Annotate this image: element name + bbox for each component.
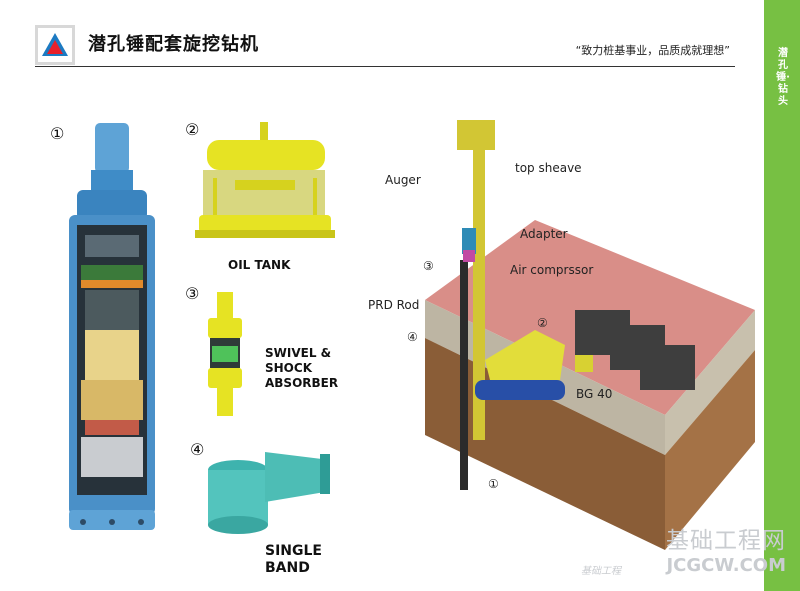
rig-label-n4: ④: [407, 330, 418, 344]
page-title: 潜孔锤配套旋挖钻机: [88, 34, 259, 55]
rig-label-top-sheave: top sheave: [515, 161, 582, 175]
header-divider: [35, 66, 735, 67]
swivel-caption: SWIVEL & SHOCK ABSORBER: [265, 346, 339, 390]
oil-tank-illustration: [195, 122, 335, 238]
component-number-2: ②: [185, 120, 200, 139]
sidebar-label: 潜孔锤·钻头: [776, 48, 790, 107]
rig-label-prd-rod: PRD Rod: [368, 298, 420, 312]
oil-tank-caption: OIL TANK: [228, 258, 291, 272]
swivel-illustration: [208, 292, 242, 416]
rig-label-n2: ②: [537, 316, 548, 330]
watermark-small: 基础工程: [581, 566, 621, 577]
rig-label-air-compressor: Air comprssor: [510, 263, 594, 277]
watermark-site-name: 基础工程网: [666, 528, 786, 554]
logo-mark-icon: [42, 33, 68, 56]
rig-diagram: [425, 120, 755, 550]
rig-label-n1: ①: [488, 477, 499, 491]
rig-label-n3: ③: [423, 259, 434, 273]
rig-label-bg40: BG 40: [576, 387, 613, 401]
sidebar: [764, 0, 800, 591]
component-number-4: ④: [190, 440, 205, 459]
dth-hammer-illustration: [69, 123, 155, 530]
rig-label-adapter: Adapter: [520, 227, 568, 241]
watermark-url: JCGCW.COM: [666, 555, 786, 576]
component-number-3: ③: [185, 284, 200, 303]
component-number-1: ①: [50, 124, 65, 143]
single-band-illustration: [208, 452, 330, 534]
single-band-caption: SINGLE BAND: [265, 543, 322, 576]
rig-label-auger: Auger: [385, 173, 421, 187]
slogan: “致力桩基事业，品质成就理想”: [575, 44, 730, 57]
logo: [35, 25, 75, 65]
